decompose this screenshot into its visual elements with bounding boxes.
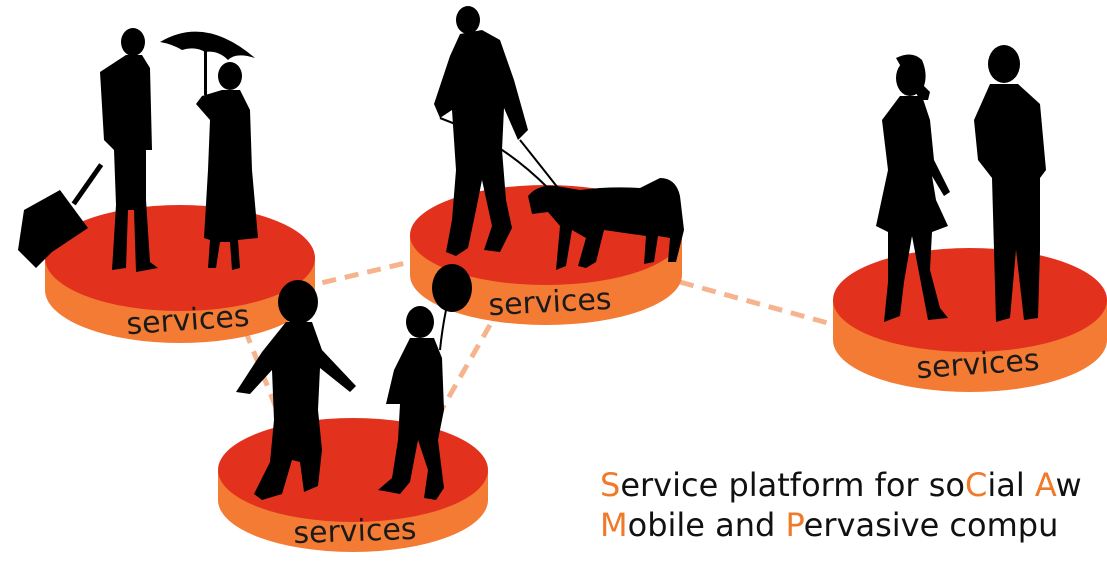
tagline-fragment: S — [600, 466, 621, 504]
tagline-fragment: M — [600, 506, 628, 544]
platform-top — [218, 418, 488, 522]
dog-silhouette — [528, 178, 684, 270]
tagline-fragment: ervice platform for so — [620, 466, 965, 504]
platform-label: services — [488, 282, 613, 323]
platform-label: services — [293, 512, 417, 551]
tagline-fragment: A — [1034, 466, 1056, 504]
tagline-line-1: Service platform for soCial Aw — [600, 465, 1082, 505]
platform-center: services — [410, 185, 682, 325]
boy-with-balloon-silhouette — [378, 264, 472, 500]
girl-walking-silhouette — [236, 280, 356, 500]
tagline-fragment: P — [785, 506, 804, 544]
woman-with-umbrella-silhouette — [160, 31, 258, 270]
project-tagline: Service platform for soCial Aw Mobile an… — [600, 465, 1082, 545]
man-walking-dog-silhouette — [434, 6, 559, 256]
connector-left-bottom — [242, 329, 288, 431]
platform-top — [45, 205, 315, 311]
connector-left-center — [299, 259, 411, 291]
tagline-fragment: ial — [987, 466, 1035, 504]
traveler-with-suitcase-silhouette — [18, 28, 158, 272]
tagline-fragment: ervasive compu — [803, 506, 1059, 544]
platform-top — [833, 248, 1107, 352]
platform-label: services — [125, 299, 250, 343]
tagline-fragment: obile and — [627, 506, 786, 544]
connector-center-right — [679, 279, 836, 328]
tagline-line-2: Mobile and Pervasive compu — [600, 505, 1082, 545]
silhouettes — [18, 6, 1046, 500]
platform-right: services — [833, 248, 1107, 392]
tagline-fragment: w — [1055, 466, 1082, 504]
woman-talking-silhouette — [876, 54, 950, 322]
tagline-fragment: C — [965, 466, 988, 504]
platform-label: services — [915, 343, 1040, 387]
man-talking-silhouette — [974, 45, 1046, 322]
